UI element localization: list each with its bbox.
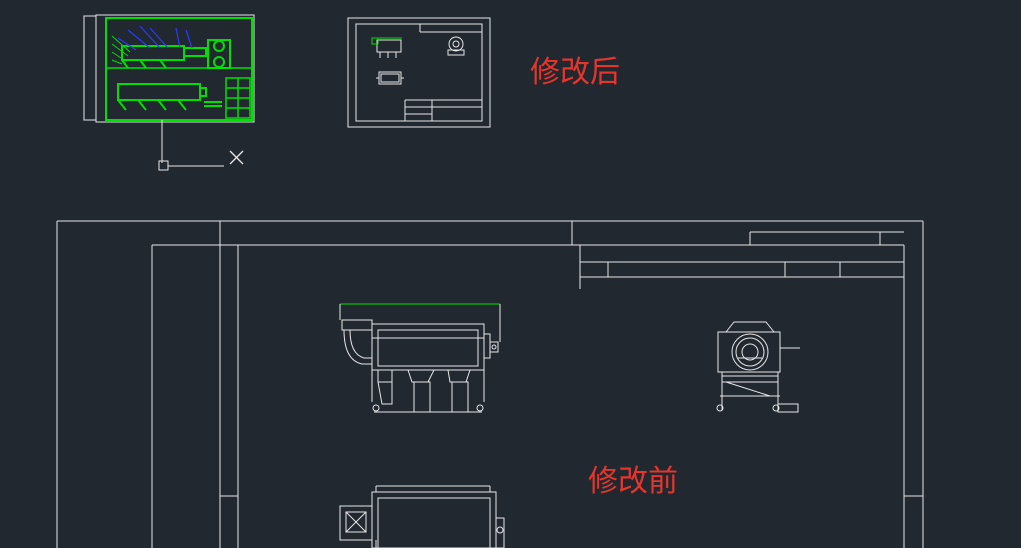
part-front-view-small <box>371 37 402 58</box>
after-drawing-sheet[interactable] <box>347 17 491 128</box>
part-side-view-small <box>447 36 465 56</box>
selected-drawing-sheet[interactable] <box>83 14 255 163</box>
ucs-icon[interactable] <box>158 160 224 171</box>
part-top-view-small <box>376 71 404 85</box>
sheet-outer-border <box>347 17 491 128</box>
title-block <box>579 231 904 289</box>
after-annotation-label: 修改后 <box>530 55 620 90</box>
sheet-border <box>95 14 255 123</box>
sheet-title-block <box>404 24 482 121</box>
dimension-leaders <box>117 25 193 51</box>
part-front-view[interactable] <box>339 303 501 413</box>
selected-part-lower <box>117 83 222 111</box>
selection-highlight <box>105 17 253 121</box>
close-icon[interactable] <box>229 150 244 165</box>
selected-part-upper <box>121 39 231 69</box>
before-drawing-frame[interactable] <box>56 220 924 548</box>
selected-leader-lines <box>111 35 131 65</box>
sheet-back-frame <box>83 15 97 121</box>
before-annotation-label: 修改前 <box>588 464 678 499</box>
part-top-view[interactable] <box>339 485 505 548</box>
sheet-inner-border <box>355 23 483 122</box>
part-side-view[interactable] <box>716 321 800 413</box>
selected-title-block <box>225 77 251 119</box>
